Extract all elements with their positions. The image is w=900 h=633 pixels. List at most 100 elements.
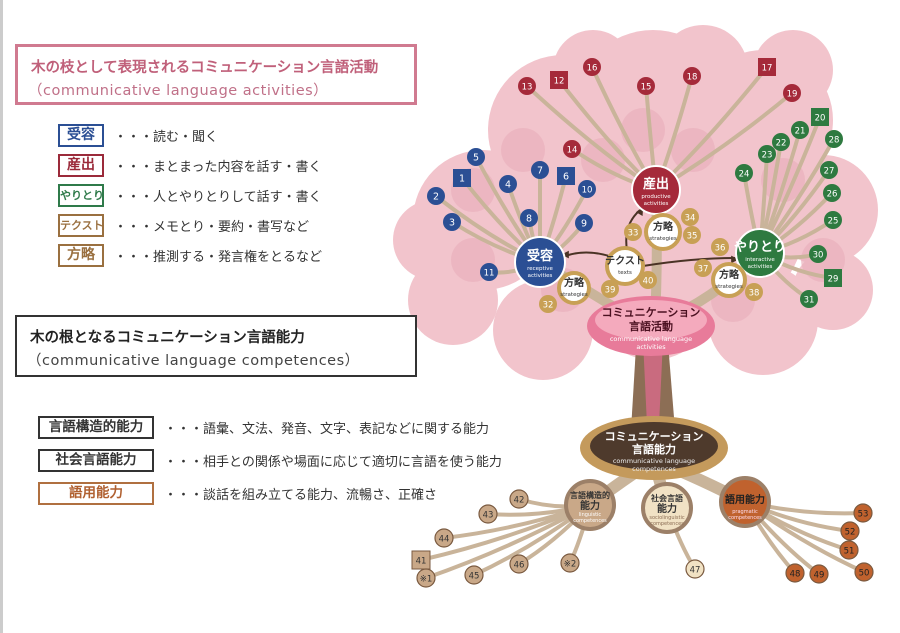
competence-tag: 社会言語能力	[38, 449, 154, 472]
productive-hub-circle	[631, 165, 681, 215]
item-number-14: 14	[567, 146, 578, 156]
item-circle-37	[694, 259, 712, 277]
item-circle-8	[520, 209, 538, 227]
activities-label-en: communicative language	[610, 335, 692, 343]
receptive-hub-label-en: receptive	[527, 266, 553, 272]
competences-title: 木の根となるコミュニケーション言語能力	[30, 330, 305, 346]
item-square-41	[411, 550, 431, 570]
activity-desc: ・・・メモとり・要約・書写など	[114, 220, 310, 235]
item-number-5: 5	[473, 153, 479, 164]
receptive-hub-circle	[514, 236, 566, 288]
activity-desc: ・・・読む・聞く	[114, 130, 219, 145]
competences-ellipse-inner	[590, 422, 718, 470]
arrowhead-icon: ▶	[731, 254, 739, 265]
interactive-hub-circle	[735, 228, 785, 278]
item-number-49: 49	[814, 571, 825, 581]
item-number-20: 20	[815, 114, 826, 124]
item-number-46: 46	[514, 561, 525, 571]
item-circle-26	[823, 184, 841, 202]
item-circle-39	[601, 280, 619, 298]
activity-tag: 受容	[58, 124, 104, 147]
item-number-10: 10	[582, 186, 593, 196]
item-circle-31	[800, 290, 818, 308]
item-number-47: 47	[690, 566, 701, 576]
strategies-hub-1-label-jp: 方略	[564, 276, 585, 289]
competences-label-en2: competences	[632, 465, 676, 473]
item-number-36: 36	[715, 244, 726, 254]
item-number-52: 52	[845, 528, 856, 538]
item-circle-52	[840, 521, 860, 541]
item-number-21: 21	[795, 127, 806, 137]
activity-tag: やりとり	[58, 184, 104, 207]
activity-desc: ・・・人とやりとりして話す・書く	[114, 190, 322, 205]
activity-legend-row: 方略・・・推測する・発言権をとるなど	[58, 244, 322, 267]
texts-hub-label-en: texts	[618, 270, 632, 276]
item-circle-15	[637, 77, 655, 95]
activities-label-jp2: 言語活動	[629, 319, 673, 333]
item-circle-25	[824, 211, 842, 229]
item-circle-10	[578, 180, 596, 198]
competence-tag: 言語構造的能力	[38, 416, 154, 439]
item-circle-53	[853, 503, 873, 523]
item-circle-32	[539, 295, 557, 313]
item-number-2: 2	[433, 192, 439, 203]
pragmatic-hub-label-jp: 語用能力	[725, 493, 765, 506]
item-square-6	[557, 167, 575, 185]
item-circle-22	[772, 133, 790, 151]
linguistic-hub-label-jp: 言語構造的	[570, 490, 610, 500]
item-circle-47	[685, 559, 705, 579]
item-circle-27	[820, 161, 838, 179]
activities-label-jp: コミュニケーション	[602, 306, 701, 319]
strategies-hub-2-label-jp: 方略	[653, 220, 674, 233]
item-number-37: 37	[698, 265, 709, 275]
item-number-3: 3	[449, 218, 455, 229]
strategies-hub-3-label-en: strategies	[715, 284, 743, 290]
item-circle-24	[735, 164, 753, 182]
item-circle-※2	[560, 553, 580, 573]
item-circle-11	[480, 263, 498, 281]
trunk-gradient	[643, 340, 663, 425]
item-number-33: 33	[628, 229, 639, 239]
item-number-39: 39	[605, 286, 616, 296]
activity-desc: ・・・推測する・発言権をとるなど	[114, 250, 323, 265]
item-number-9: 9	[581, 219, 587, 230]
competence-legend-row: 言語構造的能力・・・語彙、文法、発音、文字、表記などに関する能力	[38, 416, 489, 439]
competence-tag: 語用能力	[38, 482, 154, 505]
item-circle-51	[839, 540, 859, 560]
sociolinguistic-hub-label-jp: 社会言語	[650, 493, 683, 503]
competences-label-en: communicative language	[613, 457, 695, 465]
texts-hub-label-jp: テクスト	[605, 255, 645, 267]
item-square-20	[811, 108, 829, 126]
receptive-hub-label-jp: 受容	[527, 248, 553, 264]
blossom-cluster	[621, 108, 665, 152]
item-number-32: 32	[543, 301, 554, 311]
item-circle-5	[467, 148, 485, 166]
item-circle-38	[745, 283, 763, 301]
item-circle-28	[825, 130, 843, 148]
productive-hub-label-jp: 産出	[643, 176, 669, 192]
item-circle-13	[518, 77, 536, 95]
sociolinguistic-hub-label-jp2: 能力	[657, 502, 677, 515]
item-circle-35	[683, 226, 701, 244]
strategies-hub-3-circle	[711, 262, 747, 298]
linguistic-hub-label-en2: competences	[573, 518, 607, 524]
item-square-12	[550, 71, 568, 89]
item-number-27: 27	[824, 167, 835, 177]
activity-desc: ・・・まとまった内容を話す・書く	[114, 160, 322, 175]
competence-desc: ・・・談話を組み立てる能力、流暢さ、正確さ	[164, 488, 438, 503]
activity-legend-row: 産出・・・まとまった内容を話す・書く	[58, 154, 321, 177]
item-circle-※1	[416, 568, 436, 588]
strategies-hub-1-circle	[557, 271, 591, 305]
pragmatic-hub-circle	[719, 476, 771, 528]
canopy-blob	[658, 25, 748, 115]
item-circle-23	[758, 145, 776, 163]
sociolinguistic-hub-label-en: sociolinguistic	[649, 515, 684, 521]
item-number-※2: ※2	[564, 560, 577, 570]
item-number-48: 48	[790, 570, 801, 580]
item-circle-36	[711, 238, 729, 256]
item-number-44: 44	[439, 535, 450, 545]
competence-desc: ・・・語彙、文法、発音、文字、表記などに関する能力	[164, 422, 490, 437]
item-number-45: 45	[469, 572, 480, 582]
activity-legend-row: テクスト・・・メモとり・要約・書写など	[58, 214, 309, 237]
